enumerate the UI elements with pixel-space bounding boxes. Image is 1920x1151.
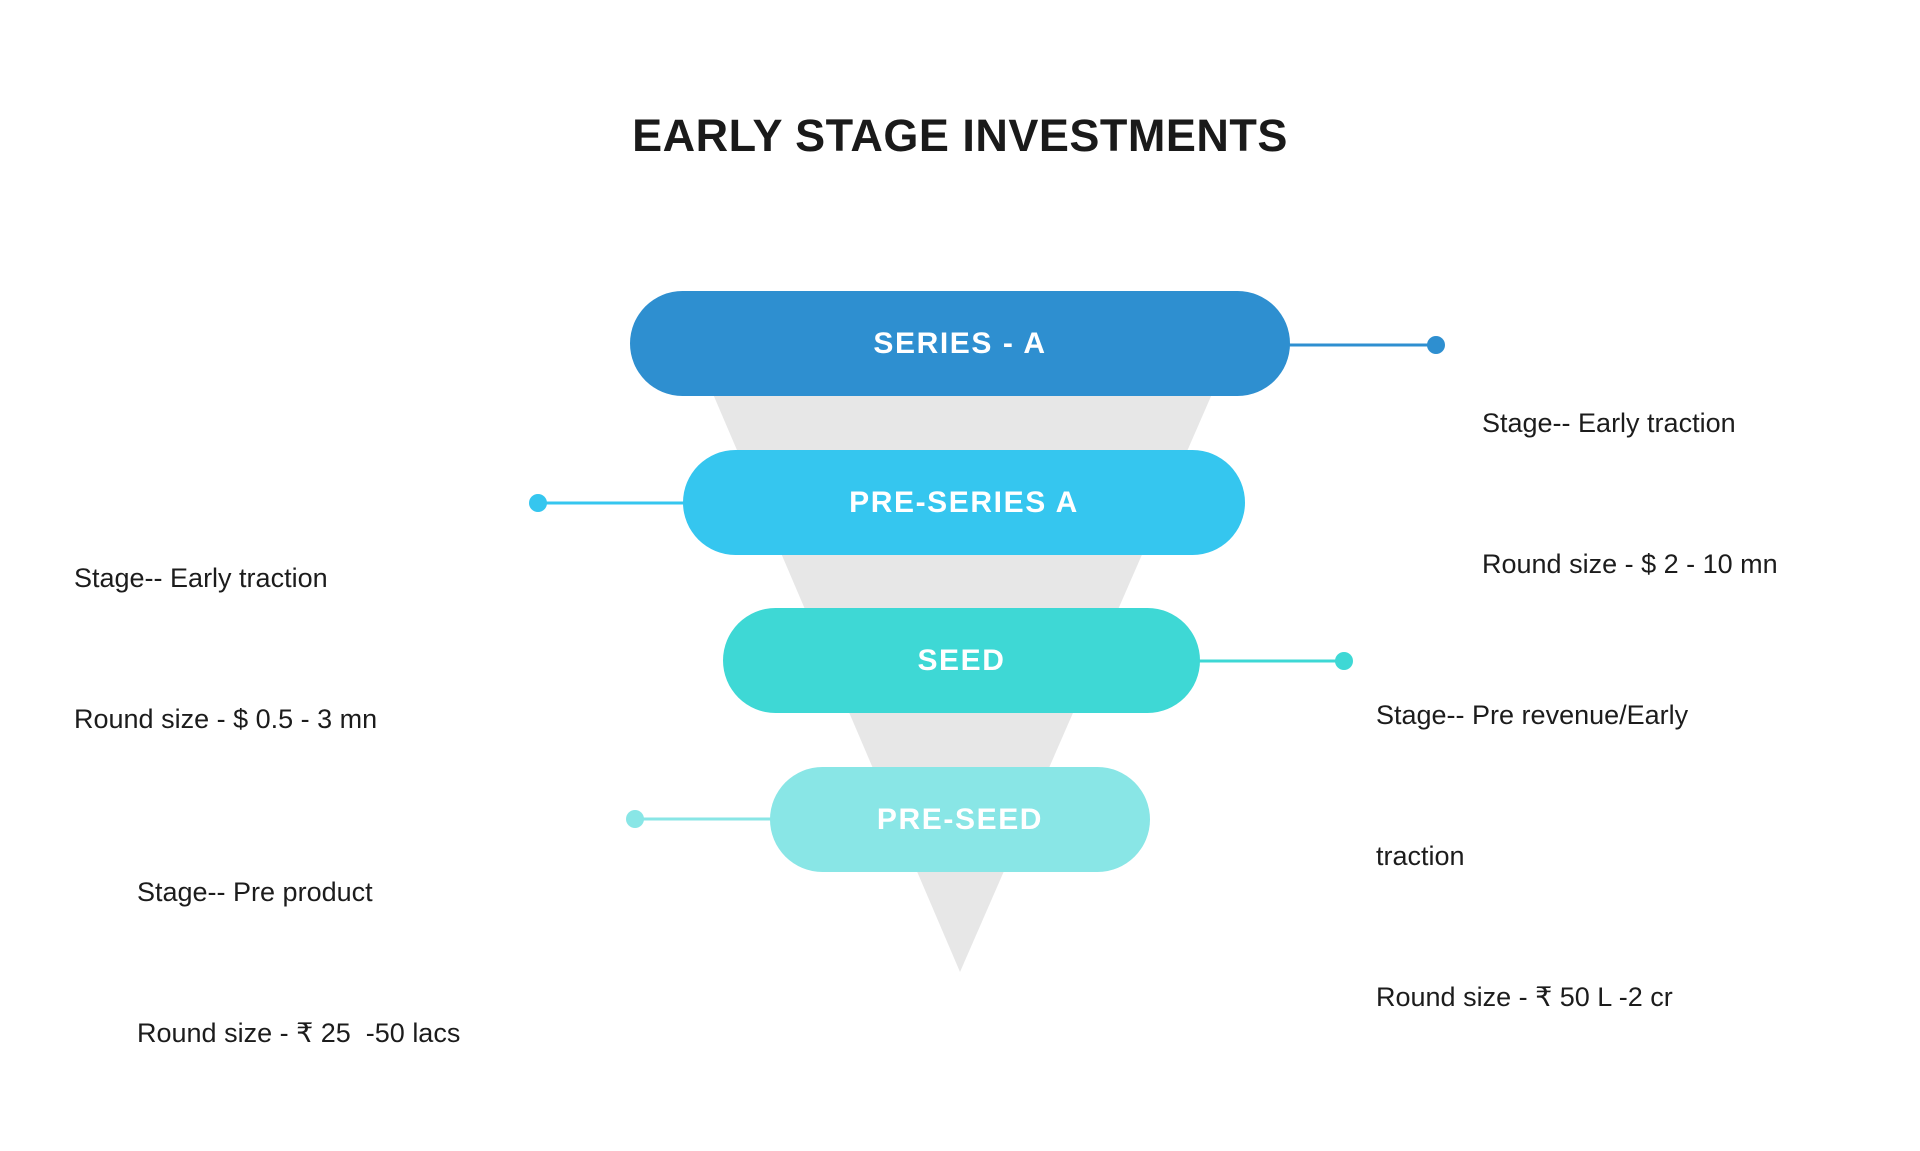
annotation-seed: Stage-- Pre revenue/Early traction Round… (1376, 598, 1688, 1115)
annotation-series-a: Stage-- Early traction Round size - $ 2 … (1482, 306, 1778, 682)
funnel-stage-label: SEED (917, 643, 1006, 677)
funnel-stage-pre-series-a[interactable]: PRE-SERIES A (683, 450, 1245, 555)
funnel-stage-pre-seed[interactable]: PRE-SEED (770, 767, 1150, 872)
page-title: EARLY STAGE INVESTMENTS (632, 110, 1288, 161)
connector-pre-series-a (529, 494, 687, 512)
annotation-pre-series-a: Stage-- Early traction Round size - $ 0.… (74, 461, 377, 837)
annotation-stage-line-continued: traction (1376, 841, 1465, 871)
funnel-stage-series-a[interactable]: SERIES - A (630, 291, 1290, 396)
annotation-stage-line: Stage-- Early traction (74, 563, 328, 593)
funnel-stage-seed[interactable]: SEED (723, 608, 1200, 713)
annotation-stage-line: Stage-- Early traction (1482, 408, 1736, 438)
connector-seed (1196, 652, 1353, 670)
annotation-round-size-line: Round size - $ 0.5 - 3 mn (74, 704, 378, 734)
annotation-round-size-line: Round size - ₹ 50 L -2 cr (1376, 982, 1673, 1012)
annotation-round-size-line: Round size - $ 2 - 10 mn (1482, 549, 1778, 579)
connector-series-a (1286, 336, 1445, 354)
annotation-round-size-line: Round size - ₹ 25 -50 lacs (137, 1018, 461, 1048)
funnel-stage-label: PRE-SERIES A (849, 485, 1079, 519)
funnel-chart-canvas: EARLY STAGE INVESTMENTS SERIES - A PRE-S… (74, 110, 1778, 1048)
annotation-stage-line: Stage-- Pre product (137, 877, 373, 907)
annotation-pre-seed: Stage-- Pre product Round size - ₹ 25 -5… (137, 775, 460, 1151)
funnel-stage-label: PRE-SEED (876, 802, 1044, 836)
funnel-stage-label: SERIES - A (873, 326, 1047, 360)
connector-pre-seed (626, 810, 774, 828)
annotation-stage-line: Stage-- Pre revenue/Early (1376, 700, 1689, 730)
